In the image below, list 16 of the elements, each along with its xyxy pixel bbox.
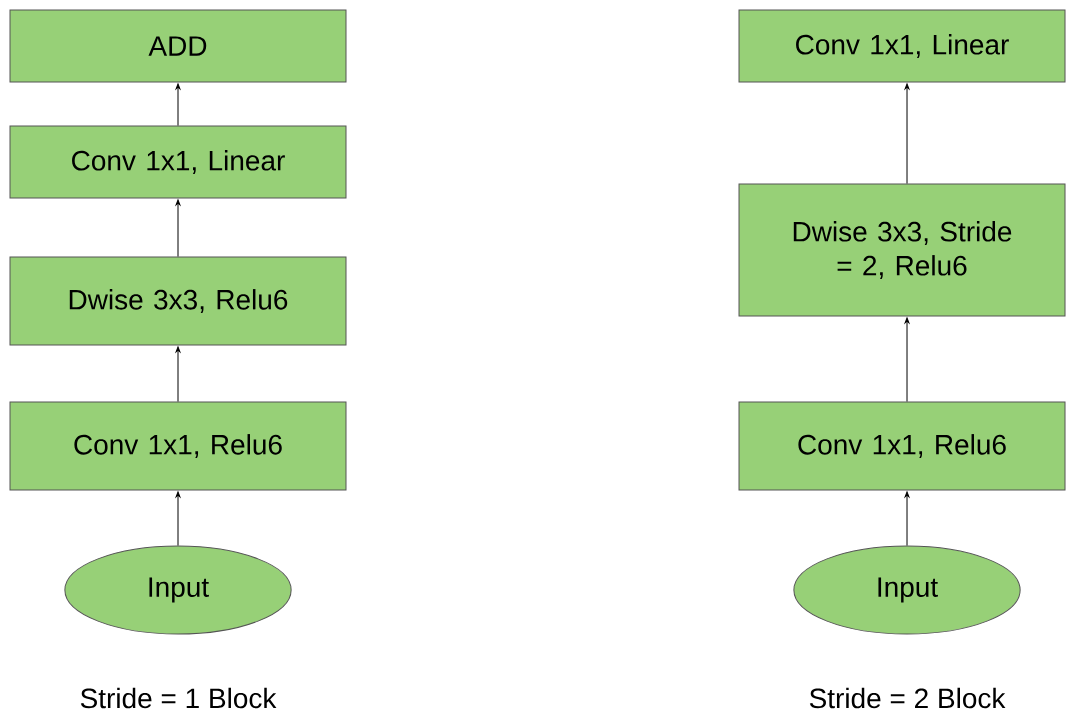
arrow	[904, 491, 910, 546]
layer-box: Dwise 3x3, Relu6	[9, 256, 347, 346]
layer-box: Dwise 3x3, Stride = 2, Relu6	[738, 183, 1066, 317]
arrow	[175, 199, 181, 257]
arrow	[904, 83, 910, 184]
arrow	[904, 317, 910, 402]
layer-box: ADD	[9, 9, 347, 83]
caption: Stride = 2 Block	[809, 687, 1006, 709]
arrow	[175, 491, 181, 546]
layer-box: Conv 1x1, Linear	[738, 9, 1066, 83]
arrow	[175, 346, 181, 402]
layer-box: Conv 1x1, Relu6	[9, 401, 347, 491]
caption: Stride = 1 Block	[80, 687, 277, 709]
arrow	[175, 83, 181, 126]
layer-box: Conv 1x1, Linear	[9, 125, 347, 199]
layer-box: Conv 1x1, Relu6	[738, 401, 1066, 491]
